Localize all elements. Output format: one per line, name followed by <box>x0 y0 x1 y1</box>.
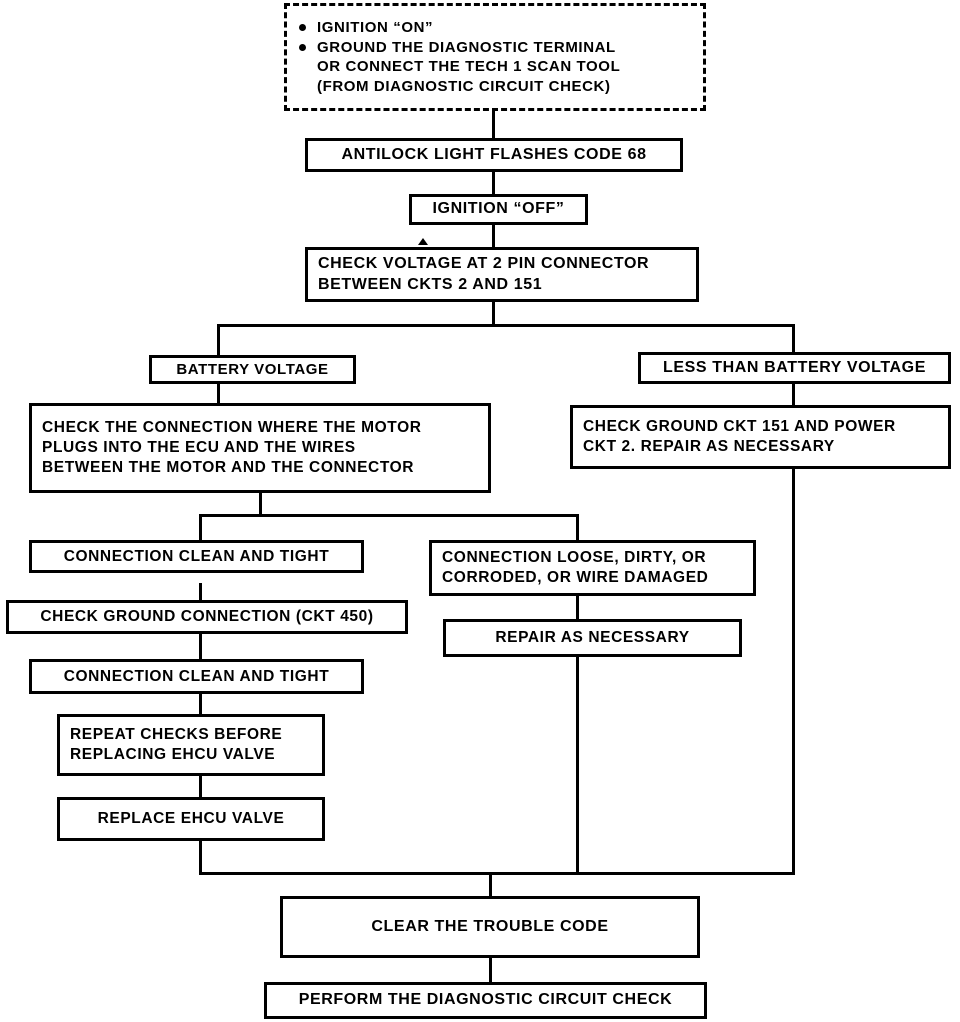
node-text: BATTERY VOLTAGE <box>176 360 329 378</box>
connector-repeat-to-replace <box>199 776 202 797</box>
node-text: PERFORM THE DIAGNOSTIC CIRCUIT CHECK <box>298 991 673 1009</box>
node-text: REPLACE EHCU VALVE <box>97 810 285 828</box>
node-connection-clean-tight-2: CONNECTION CLEAN AND TIGHT <box>29 659 364 694</box>
node-text: CLEAR THE TROUBLE CODE <box>371 917 609 935</box>
node-replace-ehcu-valve: REPLACE EHCU VALVE <box>57 797 325 841</box>
node-text-line2: CORRODED, OR WIRE DAMAGED <box>442 569 709 586</box>
node-text-line1: CHECK GROUND CKT 151 AND POWER <box>583 418 896 436</box>
node-text: CONNECTION CLEAN AND TIGHT <box>63 547 330 565</box>
connector-split-to-lessthan <box>792 324 795 356</box>
start-bullet-list: IGNITION “ON” GROUND THE DIAGNOSTIC TERM… <box>287 18 703 96</box>
node-text-line1: REPEAT CHECKS BEFORE <box>70 726 283 744</box>
node-less-than-battery-voltage: LESS THAN BATTERY VOLTAGE <box>638 352 951 384</box>
split-bar-voltage <box>217 324 795 327</box>
connector-ignitionoff-to-checkvoltage <box>492 224 495 247</box>
arrowhead-checkvoltage <box>418 238 428 245</box>
node-check-ground-ckt151-power: CHECK GROUND CKT 151 AND POWER CKT 2. RE… <box>570 405 951 469</box>
node-text-line2: BETWEEN CKTS 2 AND 151 <box>318 275 543 293</box>
node-check-ground-connection-ckt450: CHECK GROUND CONNECTION (CKT 450) <box>6 600 408 634</box>
bullet-dot-icon <box>299 24 306 32</box>
merge-bar-bottom <box>199 872 795 875</box>
split-bar-motorcheck <box>199 514 579 517</box>
node-connection-loose-dirty: CONNECTION LOOSE, DIRTY, OR CORRODED, OR… <box>429 540 756 596</box>
connector-split-to-batteryvoltage <box>217 324 220 356</box>
connector-right-rail <box>792 469 795 875</box>
node-repeat-checks-before-replacing: REPEAT CHECKS BEFORE REPLACING EHCU VALV… <box>57 714 325 776</box>
connector-motorcheck-down <box>259 492 262 516</box>
connector-merge-to-cleartrouble <box>489 872 492 896</box>
node-text: REPAIR AS NECESSARY <box>495 629 690 647</box>
connector-replace-to-merge <box>199 841 202 875</box>
node-start-conditions: IGNITION “ON” GROUND THE DIAGNOSTIC TERM… <box>284 3 706 111</box>
node-text-line2: REPLACING EHCU VALVE <box>70 746 276 763</box>
node-check-voltage-2pin: CHECK VOLTAGE AT 2 PIN CONNECTOR BETWEEN… <box>305 247 699 302</box>
node-text-line1: CHECK THE CONNECTION WHERE THE MOTOR <box>42 419 422 437</box>
node-battery-voltage: BATTERY VOLTAGE <box>149 355 356 384</box>
connector-split2-to-clean1 <box>199 514 202 540</box>
node-text-line1: CHECK VOLTAGE AT 2 PIN CONNECTOR <box>318 255 650 273</box>
connector-checkvoltage-down <box>492 301 495 326</box>
connector-loose-to-repair <box>576 595 579 619</box>
node-repair-as-necessary: REPAIR AS NECESSARY <box>443 619 742 657</box>
node-check-motor-connection: CHECK THE CONNECTION WHERE THE MOTOR PLU… <box>29 403 491 493</box>
node-text-line2: CKT 2. REPAIR AS NECESSARY <box>583 438 835 455</box>
node-text-line3: BETWEEN THE MOTOR AND THE CONNECTOR <box>42 458 415 476</box>
connector-start-to-antilock <box>492 110 495 138</box>
node-text: IGNITION “OFF” <box>432 200 565 218</box>
connector-antilock-to-ignitionoff <box>492 171 495 194</box>
start-bullet-item: GROUND THE DIAGNOSTIC TERMINAL OR CONNEC… <box>299 38 695 97</box>
connector-split2-to-loose <box>576 514 579 540</box>
connector-batteryvoltage-to-motorcheck <box>217 383 220 403</box>
node-text: CHECK GROUND CONNECTION (CKT 450) <box>40 608 374 626</box>
node-clear-trouble-code: CLEAR THE TROUBLE CODE <box>280 896 700 958</box>
node-text: LESS THAN BATTERY VOLTAGE <box>662 358 926 376</box>
node-text-line1: CONNECTION LOOSE, DIRTY, OR <box>442 549 707 567</box>
node-connection-clean-tight-1: CONNECTION CLEAN AND TIGHT <box>29 540 364 573</box>
node-ignition-off: IGNITION “OFF” <box>409 194 588 225</box>
start-bullet-item: IGNITION “ON” <box>299 18 695 38</box>
node-antilock-light-flashes: ANTILOCK LIGHT FLASHES CODE 68 <box>305 138 683 172</box>
connector-clean2-to-repeat <box>199 694 202 714</box>
connector-repair-to-merge <box>576 656 579 875</box>
connector-clean1-to-groundconn <box>199 583 202 600</box>
connector-lessthan-to-groundpower <box>792 383 795 405</box>
connector-groundconn-to-clean2 <box>199 634 202 659</box>
connector-cleartrouble-to-performcheck <box>489 958 492 982</box>
node-text: ANTILOCK LIGHT FLASHES CODE 68 <box>341 145 647 163</box>
node-text-line2: PLUGS INTO THE ECU AND THE WIRES <box>42 439 356 457</box>
node-text: CONNECTION CLEAN AND TIGHT <box>63 667 330 685</box>
node-perform-diagnostic-circuit-check: PERFORM THE DIAGNOSTIC CIRCUIT CHECK <box>264 982 707 1019</box>
bullet-dot-icon <box>299 43 306 51</box>
